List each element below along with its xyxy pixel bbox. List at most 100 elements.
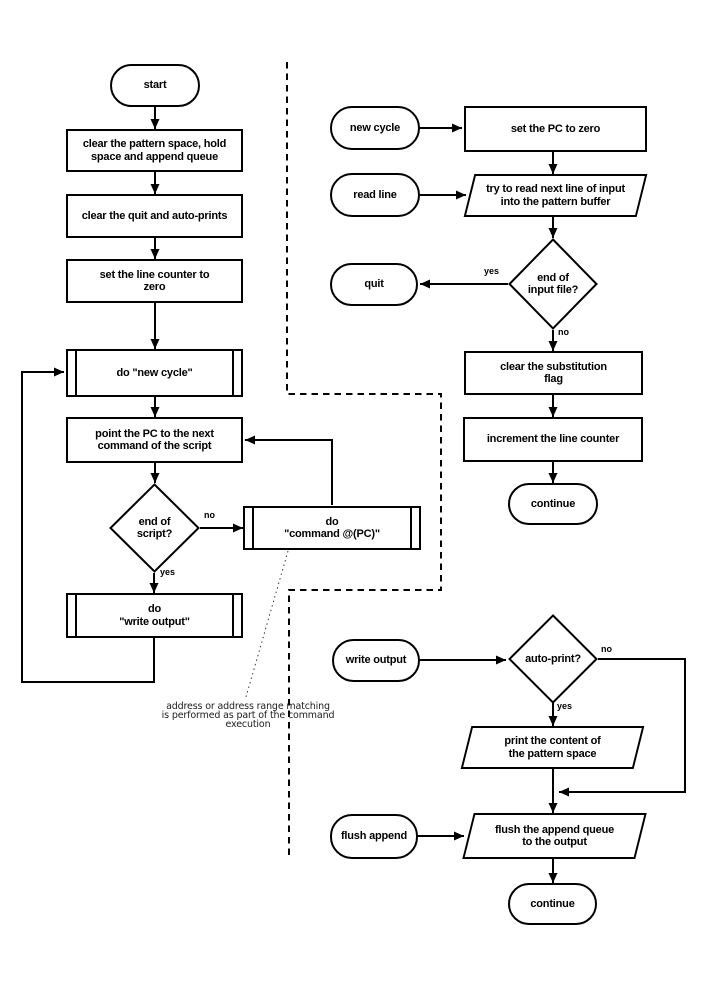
label-line: auto-print? xyxy=(525,652,581,665)
node-start: start xyxy=(110,64,200,107)
label-line: into the pattern buffer xyxy=(500,195,611,208)
node-flush-append-label: flush append xyxy=(341,830,407,843)
label-line: continue xyxy=(530,897,575,910)
label-line: end of xyxy=(138,515,171,528)
node-clear-substitution-label: clear the substitution flag xyxy=(500,361,607,386)
edge-write-output-loop xyxy=(21,367,155,683)
diamond-shape xyxy=(508,238,598,330)
label-line: flush the append queue xyxy=(494,823,615,836)
label-line: zero xyxy=(143,281,166,293)
label-line: continue xyxy=(530,497,576,510)
node-point-pc: point the PC to the next command of the … xyxy=(66,417,243,463)
label-line: do xyxy=(147,603,162,615)
label-line: space and append queue xyxy=(90,150,218,163)
node-continue-top-label: continue xyxy=(531,498,575,511)
label-line: point the PC to the next xyxy=(95,427,214,440)
label-line: do xyxy=(325,515,339,528)
label-line: the pattern space xyxy=(508,747,597,760)
node-quit-label: quit xyxy=(364,278,384,291)
label-line: flush append xyxy=(340,830,408,843)
annotation-line: address or address range matching xyxy=(166,701,330,712)
edge-label-auto-print-yes: yes xyxy=(557,701,573,711)
label-line: set the line counter to xyxy=(99,268,210,281)
annotation-line: is performed as part of the command xyxy=(161,710,335,721)
node-flush-append-entry: flush append xyxy=(330,814,418,859)
node-read-line-label: read line xyxy=(353,188,397,202)
label-line: start xyxy=(143,79,167,92)
edge-label-end-of-script-no: no xyxy=(204,510,215,520)
node-flush-queue-label: flush the append queue to the output xyxy=(495,824,614,849)
node-continue-bottom-label: continue xyxy=(530,898,574,911)
label-line: set the PC to zero xyxy=(510,122,601,135)
label-line: end of xyxy=(537,271,569,284)
node-write-output-entry: write output xyxy=(332,639,420,682)
node-set-pc-zero: set the PC to zero xyxy=(464,106,647,152)
node-do-write-output: do "write output" xyxy=(66,593,243,638)
node-increment-label: increment the line counter xyxy=(486,433,620,446)
annotation-line: execution xyxy=(225,719,271,730)
node-clear-pattern-space: clear the pattern space, hold space and … xyxy=(66,129,243,172)
node-do-new-cycle-label: do "new cycle" xyxy=(116,367,192,380)
label-line: do "new cycle" xyxy=(116,366,193,379)
edge-label-end-of-script-yes: yes xyxy=(160,567,176,577)
node-continue-top: continue xyxy=(508,483,598,525)
node-set-line-counter: set the line counter to zero xyxy=(66,259,243,303)
node-try-read-input: try to read next line of input into the … xyxy=(463,174,648,217)
node-flush-append-queue: flush the append queue to the output xyxy=(462,813,647,859)
label-line: write output xyxy=(345,654,407,667)
node-read-line-entry: read line xyxy=(330,173,420,217)
label-line: quit xyxy=(364,278,384,291)
section-boundary-dashed-line xyxy=(286,62,442,858)
node-new-cycle-entry: new cycle xyxy=(330,106,420,150)
label-line: read line xyxy=(353,188,397,201)
node-clear-substitution-flag: clear the substitution flag xyxy=(464,351,643,395)
label-line: "command @(PC)" xyxy=(284,528,380,540)
node-set-line-counter-label: set the line counter to zero xyxy=(100,269,210,294)
label-line: print the content of xyxy=(504,735,601,747)
label-line: input file? xyxy=(527,284,579,296)
label-line: script? xyxy=(136,528,173,540)
node-print-pattern-space: print the content of the pattern space xyxy=(460,726,645,769)
node-start-label: start xyxy=(144,79,167,92)
label-line: increment the line counter xyxy=(486,433,620,446)
node-end-of-script-label: end of script? xyxy=(137,516,172,541)
node-try-read-label: try to read next line of input into the … xyxy=(486,183,625,208)
node-do-new-cycle: do "new cycle" xyxy=(66,349,243,397)
node-clear-quit-autoprints: clear the quit and auto-prints xyxy=(66,194,243,238)
diamond-shape xyxy=(508,614,598,704)
label-line: try to read next line of input xyxy=(486,183,625,195)
edge-do-command-to-point-pc xyxy=(245,435,333,505)
node-print-content-label: print the content of the pattern space xyxy=(504,735,600,760)
edge-auto-print-no xyxy=(559,658,686,797)
edge-label-end-of-input-no: no xyxy=(558,327,569,337)
edge-label-end-of-input-yes: yes xyxy=(484,266,500,276)
node-increment-line-counter: increment the line counter xyxy=(463,417,643,462)
node-quit: quit xyxy=(330,263,418,306)
node-clear-pattern-label: clear the pattern space, hold space and … xyxy=(83,138,227,163)
node-do-command-at-pc: do "command @(PC)" xyxy=(243,506,421,550)
diamond-shape xyxy=(109,483,200,573)
node-auto-print-label: auto-print? xyxy=(525,653,581,666)
node-new-cycle-label: new cycle xyxy=(350,122,400,135)
annotation-address-matching: address or address range matching is per… xyxy=(148,701,348,730)
node-end-of-script-decision: end of script? xyxy=(109,483,200,573)
label-line: new cycle xyxy=(349,121,401,134)
label-line: "write output" xyxy=(119,615,190,628)
node-set-pc-zero-label: set the PC to zero xyxy=(510,122,601,136)
edge-label-auto-print-no: no xyxy=(601,644,612,654)
node-write-output-label: write output xyxy=(346,654,407,667)
node-end-of-input-label: end of input file? xyxy=(527,271,579,297)
node-do-write-output-label: do "write output" xyxy=(119,603,190,628)
node-point-pc-label: point the PC to the next command of the … xyxy=(95,428,214,453)
node-do-command-label: do "command @(PC)" xyxy=(284,516,380,541)
label-line: clear the quit and auto-prints xyxy=(81,209,228,222)
label-line: command of the script xyxy=(97,440,212,452)
node-end-of-input-decision: end of input file? xyxy=(508,238,598,330)
node-auto-print-decision: auto-print? xyxy=(508,614,598,704)
label-line: to the output xyxy=(522,836,587,848)
node-continue-bottom: continue xyxy=(508,883,597,925)
label-line: flag xyxy=(544,373,563,385)
label-line: clear the substitution xyxy=(500,360,607,373)
